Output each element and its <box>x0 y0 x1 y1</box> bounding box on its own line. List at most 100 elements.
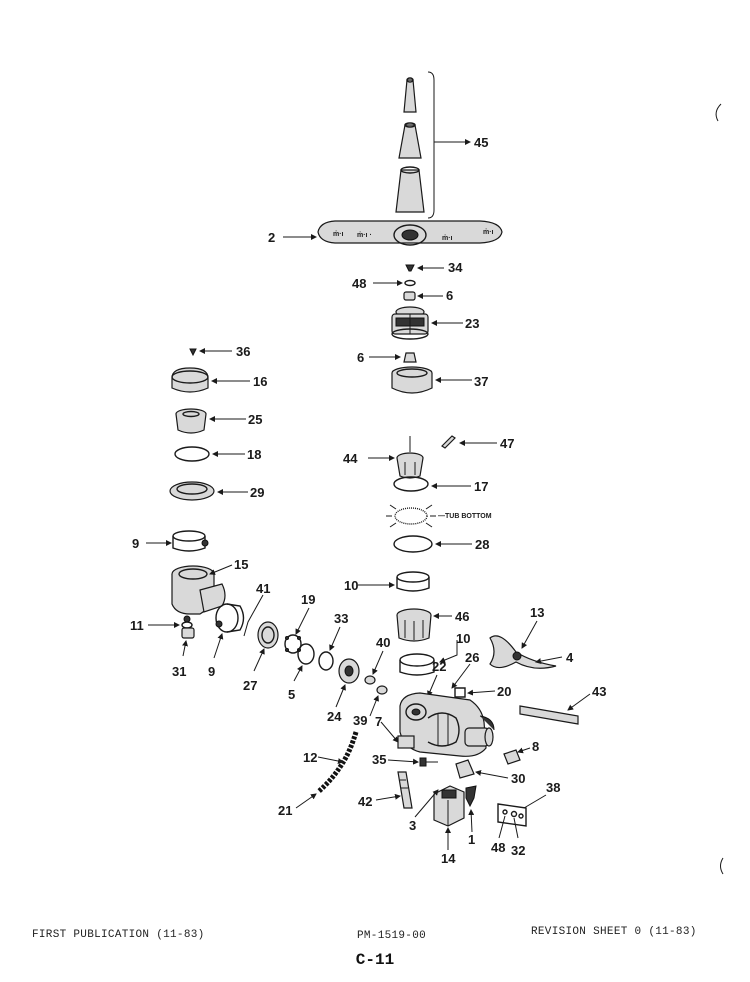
part-9-clamp-lower <box>215 603 245 633</box>
leader-1 <box>468 809 475 833</box>
part-24-impeller <box>338 658 360 684</box>
callout-24: 24 <box>327 709 342 724</box>
part-2-spray-arm: ṁ·ı ṁ·ı · ṁ·ı ṁ·ı <box>317 220 503 246</box>
svg-text:ṁ·ı ·: ṁ·ı · <box>357 232 372 239</box>
callout-5: 5 <box>288 687 295 702</box>
footer-publication: FIRST PUBLICATION (11-83) <box>32 929 205 941</box>
callout-48: 48 <box>352 276 366 291</box>
part-16-cap <box>171 367 209 393</box>
svg-text:ṁ·ı: ṁ·ı <box>442 235 453 242</box>
part-15-pump-housing <box>171 565 226 623</box>
callout-44: 44 <box>343 451 358 466</box>
callout-10: 10 <box>344 578 358 593</box>
callout-2: 2 <box>268 230 275 245</box>
callout-47: 47 <box>500 436 514 451</box>
part-21-hose <box>316 731 359 794</box>
callout-6-lower: 6 <box>357 350 364 365</box>
callout-18: 18 <box>247 447 261 462</box>
callout-9-lower: 9 <box>208 664 215 679</box>
part-28-gasket <box>393 535 433 553</box>
callout-17: 17 <box>474 479 488 494</box>
part-14-solenoid <box>433 785 465 827</box>
part-11-fitting <box>181 621 193 629</box>
part-48-washer <box>404 279 416 287</box>
callout-23: 23 <box>465 316 479 331</box>
callout-39: 39 <box>353 713 367 728</box>
footer-revision: REVISION SHEET 0 (11-83) <box>531 926 697 938</box>
part-42-clip <box>397 771 413 809</box>
part-36-screw <box>189 348 197 357</box>
leader-27 <box>253 648 265 672</box>
svg-text:ṁ·ı: ṁ·ı <box>333 231 344 238</box>
part-25-filter <box>175 408 207 434</box>
part-17-seal <box>393 476 429 492</box>
leader-43 <box>567 693 591 711</box>
part-23-hub-assembly <box>391 306 429 340</box>
callout-28: 28 <box>475 537 489 552</box>
part-10-clamp-upper <box>396 571 430 592</box>
callout-15: 15 <box>234 557 248 572</box>
callout-33: 33 <box>334 611 348 626</box>
callout-38: 38 <box>546 780 560 795</box>
leader-4 <box>535 656 563 665</box>
leader-30 <box>475 769 509 779</box>
part-33-ring <box>318 651 334 671</box>
leader-33 <box>329 626 341 651</box>
leader-42 <box>375 793 401 801</box>
callout-42: 42 <box>358 794 372 809</box>
part-10-clamp-lower <box>399 653 435 676</box>
binder-mark-top <box>715 103 722 122</box>
part-6-bushing-lower <box>403 352 417 363</box>
leader-41 <box>243 594 264 637</box>
callout-1: 1 <box>468 832 475 847</box>
part-8-plug <box>503 749 521 765</box>
part-45-spray-tubes <box>395 71 435 219</box>
callout-13: 13 <box>530 605 544 620</box>
tub-bottom-note: —TUB BOTTOM <box>438 513 492 520</box>
callout-30: 30 <box>511 771 525 786</box>
callout-43: 43 <box>592 684 606 699</box>
part-44-impeller <box>396 436 424 479</box>
callout-32: 32 <box>511 843 525 858</box>
part-31-plug <box>181 627 195 639</box>
callout-29: 29 <box>250 485 264 500</box>
callout-21: 21 <box>278 803 292 818</box>
motor-pump-assembly <box>397 692 495 757</box>
tub-bottom-reference <box>386 504 436 528</box>
leader-22 <box>427 674 438 697</box>
leader-7 <box>380 721 399 743</box>
part-6-bushing-upper <box>403 291 416 301</box>
leader-13 <box>521 620 538 649</box>
callout-31: 31 <box>172 664 186 679</box>
callout-16: 16 <box>253 374 267 389</box>
callout-12: 12 <box>303 750 317 765</box>
leader-15 <box>209 564 233 575</box>
leader-20 <box>467 689 496 696</box>
part-47-key <box>441 435 456 449</box>
part-20-bracket <box>454 687 466 698</box>
leader-19 <box>295 607 310 635</box>
part-40-nut <box>364 675 376 685</box>
part-18-o-ring <box>174 446 210 462</box>
page-number: C-11 <box>355 951 395 969</box>
callout-26: 26 <box>465 650 479 665</box>
leader-12 <box>317 756 344 764</box>
callout-36: 36 <box>236 344 250 359</box>
callout-40: 40 <box>376 635 390 650</box>
leader-9b <box>213 633 224 659</box>
part-29-gasket <box>169 481 215 501</box>
leader-31 <box>182 640 188 657</box>
callout-8: 8 <box>532 739 539 754</box>
callout-10-lower: 10 <box>456 631 470 646</box>
part-9-clamp-upper <box>172 530 209 552</box>
callout-25: 25 <box>248 412 262 427</box>
callout-11: 11 <box>130 618 144 633</box>
callout-45: 45 <box>474 135 488 150</box>
part-35-screw <box>419 757 438 767</box>
callout-4: 4 <box>566 650 574 665</box>
part-46-strainer <box>396 608 432 642</box>
leader-26 <box>451 663 471 689</box>
callout-37: 37 <box>474 374 488 389</box>
part-30-bracket <box>455 759 475 779</box>
part-5-washer <box>297 643 315 665</box>
